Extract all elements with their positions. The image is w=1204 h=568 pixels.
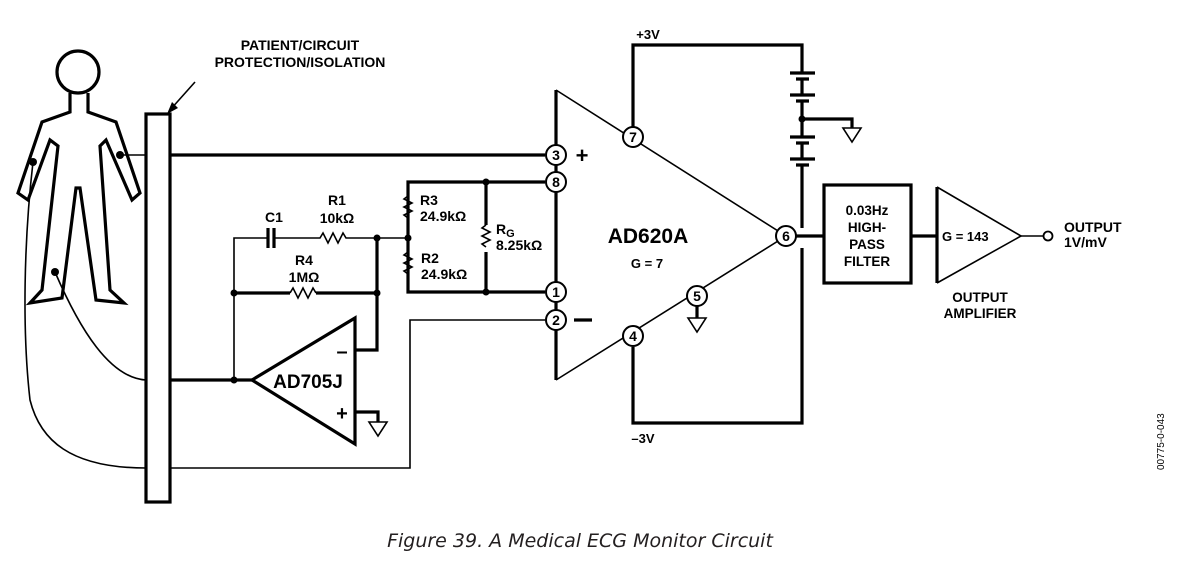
svg-text:1: 1: [552, 284, 560, 300]
junction-dot: [230, 376, 238, 384]
junction-dot: [482, 288, 490, 296]
rg-label: RG: [496, 221, 515, 240]
wire-to-pin2: [170, 319, 545, 469]
pin-2: 2: [545, 309, 567, 331]
ad705j-minus: –: [336, 341, 347, 363]
output-amp-label1: OUTPUT: [952, 290, 1008, 305]
junction-dot: [404, 234, 412, 242]
svg-text:7: 7: [629, 129, 637, 145]
pin-3: 3: [545, 144, 567, 166]
resistor-rg: [480, 224, 492, 248]
junction-dot: [230, 289, 238, 297]
lead-leg: [54, 271, 147, 381]
filter-line2: HIGH-: [848, 220, 886, 235]
figure-caption: Figure 39. A Medical ECG Monitor Circuit: [387, 530, 773, 552]
protection-label-line1: PATIENT/CIRCUIT: [241, 37, 360, 53]
opamp-ad705j: [248, 315, 357, 447]
pin-4: 4: [622, 325, 644, 347]
output-terminal: [1042, 230, 1054, 242]
pin-1: 1: [545, 281, 567, 303]
capacitor-c1: [266, 228, 276, 248]
junction-dot: [482, 178, 490, 186]
patient-body-outline: [16, 93, 142, 306]
patient-figure: [16, 49, 142, 306]
output-amp-label2: AMPLIFIER: [944, 306, 1017, 321]
r2-label: R2: [421, 250, 439, 266]
isolation-barrier: [144, 112, 172, 504]
filter-line4: FILTER: [844, 254, 890, 269]
ground-icon: [686, 317, 708, 334]
svg-text:8: 8: [552, 174, 560, 190]
junction-dot: [373, 289, 381, 297]
r1-label: R1: [328, 192, 346, 208]
noninverting-sign: +: [576, 143, 589, 168]
protection-label-line2: PROTECTION/ISOLATION: [215, 54, 386, 70]
resistor-r2: [402, 251, 414, 275]
resistor-r1: [274, 231, 408, 245]
wire-r3-top: [406, 180, 545, 238]
resistor-r3: [402, 195, 414, 219]
ground-icon: [841, 127, 863, 144]
ground-icon: [367, 421, 389, 438]
figure-id: 00775-0-043: [1156, 413, 1167, 470]
high-pass-filter-block: [822, 183, 913, 285]
svg-text:2: 2: [552, 312, 560, 328]
r4-label: R4: [295, 252, 313, 268]
wire-plus-ground: [355, 410, 380, 422]
r2-value: 24.9kΩ: [421, 266, 467, 282]
output-label1: OUTPUT: [1064, 219, 1122, 235]
ad705j-plus: +: [336, 403, 348, 425]
output-label2: 1V/mV: [1064, 234, 1107, 250]
filter-line3: PASS: [849, 237, 885, 252]
junction-dot: [373, 234, 381, 242]
ad620a-label: AD620A: [608, 225, 689, 248]
r4-value: 1MΩ: [289, 269, 320, 285]
filter-line1: 0.03Hz: [846, 203, 889, 218]
wire-feedback-minus: [355, 238, 379, 352]
patient-head: [55, 49, 101, 95]
resistor-r4: [289, 286, 317, 300]
output-amp-gain: G = 143: [942, 229, 989, 244]
battery-stack: [790, 71, 863, 228]
pin-7: 7: [622, 126, 644, 148]
pin-5: 5: [686, 285, 708, 307]
r3-value: 24.9kΩ: [420, 208, 466, 224]
plus-supply-label: +3V: [636, 27, 660, 42]
svg-text:6: 6: [782, 228, 790, 244]
pin-6: 6: [775, 225, 797, 247]
wire-r2-bottom: [406, 238, 545, 294]
svg-text:3: 3: [552, 147, 560, 163]
wire-c1-left: [233, 237, 268, 380]
pin-8: 8: [545, 171, 567, 193]
ad705j-label: AD705J: [273, 372, 343, 393]
r3-label: R3: [420, 192, 438, 208]
arrow-head-icon: [167, 102, 178, 114]
minus-supply-label: –3V: [631, 431, 654, 446]
lead-right-arm: [24, 161, 147, 469]
ad620a-gain: G = 7: [631, 256, 663, 271]
rg-value: 8.25kΩ: [496, 237, 542, 253]
svg-text:5: 5: [693, 288, 701, 304]
wire-minus-supply: [631, 248, 804, 425]
c1-label: C1: [265, 209, 283, 225]
svg-text:4: 4: [629, 328, 637, 344]
wire-plus-supply: [631, 43, 804, 127]
r1-value: 10kΩ: [320, 210, 355, 226]
